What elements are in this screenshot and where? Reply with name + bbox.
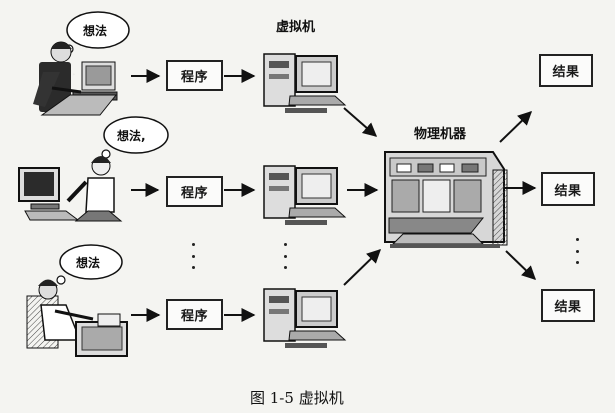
- virtual-machine-computer-icon-3: [263, 288, 347, 348]
- arrow-vm-1-to-physical-machine: [343, 107, 378, 137]
- result-box-2: 结果: [541, 172, 595, 206]
- row-2-thought-label: 想法,: [116, 128, 146, 143]
- physical-machine-title: 物理机器: [414, 127, 467, 142]
- row-3-thought-label: 想法: [75, 255, 100, 270]
- person-at-computer-icon-row-3: 想法: [26, 244, 128, 357]
- arrow-vm-3-to-physical-machine: [343, 249, 382, 286]
- result-box-1: 结果: [539, 54, 593, 87]
- physical-machine-console-icon: [384, 151, 508, 248]
- person-at-computer-icon-row-1: 想法: [33, 11, 130, 116]
- row-1-thought-label: 想法: [82, 23, 107, 38]
- result-ellipsis-vertical: [575, 238, 579, 264]
- figure-caption: 图 1-5 虚拟机: [250, 389, 344, 407]
- result-box-3: 结果: [541, 289, 595, 322]
- virtual-machine-title: 虚拟机: [276, 20, 316, 35]
- program-box-1: 程序: [166, 60, 223, 91]
- arrow-physical-machine-to-result-3: [505, 250, 537, 280]
- virtual-machine-computer-icon-2: [263, 165, 347, 225]
- program-box-3: 程序: [166, 299, 223, 330]
- program-box-2: 程序: [166, 176, 223, 207]
- program-ellipsis-vertical: [191, 243, 195, 269]
- arrow-physical-machine-to-result-1: [499, 111, 533, 143]
- person-at-computer-icon-row-2: 想法,: [18, 116, 169, 222]
- virtual-machine-computer-icon-1: [263, 53, 347, 113]
- computer-ellipsis-vertical: [283, 243, 287, 269]
